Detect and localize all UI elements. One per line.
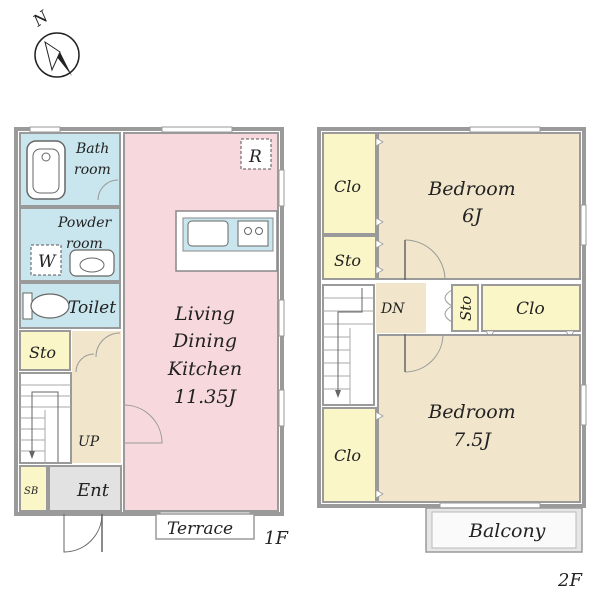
closet-mid-label: Clo <box>516 299 545 319</box>
washer-label: W <box>38 252 57 272</box>
storage-mid-doors <box>444 289 454 323</box>
bedroom-2-size: 7.5J <box>453 429 492 451</box>
ldk-label-2: Dining <box>172 330 237 352</box>
toilet-bowl-icon <box>30 293 70 319</box>
stairs-up-arrow-icon <box>29 451 35 459</box>
bathtub-inner <box>32 148 60 194</box>
kitchen-sink-icon <box>187 220 229 247</box>
floor-label-2f: 2F <box>557 570 583 591</box>
bath-label-2: room <box>74 162 111 178</box>
window <box>580 384 587 426</box>
floor-label-1f: 1F <box>264 528 289 549</box>
toilet-room <box>19 282 121 329</box>
stairs-1f <box>19 372 72 464</box>
stairs-up-label: UP <box>78 434 100 450</box>
shoe-box-label: SB <box>24 486 38 497</box>
toilet-door-swing <box>95 332 121 358</box>
bedroom-2-name: Bedroom <box>427 401 515 423</box>
ldk-size-label: 11.35J <box>174 386 237 408</box>
window <box>29 126 61 133</box>
entrance-door-swing <box>63 513 103 553</box>
toilet-label: Toilet <box>68 298 116 318</box>
closet-top <box>322 132 377 235</box>
stairs-down-arrow-line <box>337 288 363 394</box>
hall-2f <box>376 283 426 333</box>
closet-top-label: Clo <box>334 177 361 196</box>
bath-drain-icon <box>41 152 51 162</box>
stairs-down-label: DN <box>380 301 405 317</box>
bath-door-swing <box>97 179 119 201</box>
storage-mid-label: Sto <box>457 296 475 321</box>
first-floor: Bath room Powder room W Toilet Sto <box>14 126 289 553</box>
bedroom-2 <box>377 334 581 503</box>
ldk-door-swing <box>123 404 163 444</box>
storage-door-swing <box>75 353 95 373</box>
bedroom-1-door-swing <box>404 239 446 281</box>
stove-icon <box>237 220 269 247</box>
ldk-label-3: Kitchen <box>167 358 242 380</box>
storage-top-label: Sto <box>334 251 361 270</box>
compass: N <box>29 6 80 78</box>
bedroom-1-size: 6J <box>462 205 483 227</box>
closet-mid <box>481 284 581 332</box>
window <box>278 169 285 207</box>
storage-1f-label: Sto <box>29 343 56 362</box>
storage-1f <box>19 330 71 371</box>
terrace <box>155 513 255 540</box>
stairs-up-arrow-line <box>31 391 59 462</box>
shoe-box <box>19 465 48 512</box>
window <box>278 299 285 337</box>
closet-bottom-label: Clo <box>334 446 361 465</box>
powder-label-2: room <box>66 236 103 252</box>
compass-arrow-outline <box>44 40 61 72</box>
entrance-label: Ent <box>76 480 110 501</box>
balcony-label: Balcony <box>468 520 546 542</box>
bedroom-2-door-swing <box>404 333 444 373</box>
window <box>161 126 233 133</box>
terrace-label: Terrace <box>167 519 233 539</box>
ldk-label-1: Living <box>174 303 235 325</box>
stairs-2f-box <box>322 284 375 406</box>
refrigerator-space <box>240 138 272 170</box>
window <box>580 204 587 246</box>
stairs-2f <box>322 284 375 406</box>
closet-bottom <box>322 407 377 503</box>
stairs-down-arrow-icon <box>335 390 341 398</box>
ldk-room <box>123 132 279 512</box>
washer-space <box>30 244 62 276</box>
window <box>469 126 541 133</box>
bedroom-1 <box>377 132 581 280</box>
window <box>278 389 285 427</box>
bath-label-1: Bath <box>75 141 109 157</box>
balcony-inner <box>431 511 577 549</box>
refrigerator-label: R <box>248 147 262 167</box>
bedroom-1-name: Bedroom <box>427 178 515 200</box>
entrance <box>48 465 122 512</box>
storage-top <box>322 235 377 280</box>
second-floor: Bedroom 6J Clo Sto DN <box>317 126 587 591</box>
storage-mid <box>451 284 479 332</box>
powder-label-1: Powder <box>57 215 113 231</box>
compass-label: N <box>29 6 53 31</box>
wash-basin-bowl <box>79 257 105 273</box>
